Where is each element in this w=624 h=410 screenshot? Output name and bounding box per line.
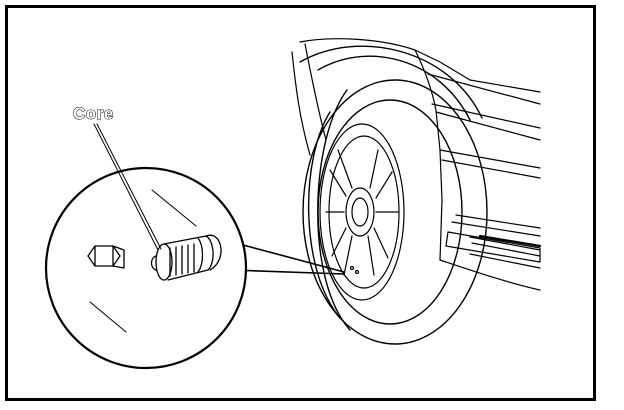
core-label: Core <box>73 104 114 124</box>
valve-cap <box>87 245 125 269</box>
callout-lines <box>231 241 345 275</box>
core-leader-line <box>93 123 162 251</box>
valve-stem <box>150 234 222 281</box>
vehicle-body <box>291 38 542 291</box>
tire <box>299 45 488 345</box>
wheel-rim <box>319 123 405 301</box>
magnified-detail-circle <box>44 166 248 370</box>
